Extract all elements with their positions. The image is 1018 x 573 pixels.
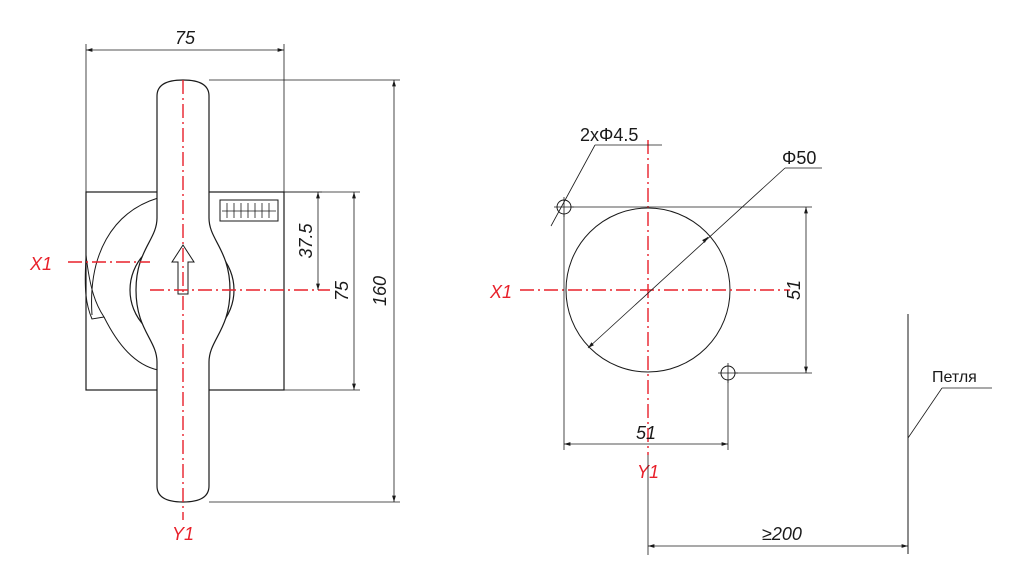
dim-total-height: 160 <box>209 79 400 503</box>
dim-total-height-label: 160 <box>370 276 390 306</box>
dial-arc <box>91 197 159 316</box>
arrow-up-icon <box>171 244 195 295</box>
circle-diameter-label: Φ50 <box>782 148 816 168</box>
min-distance-label: ≥200 <box>762 524 802 544</box>
front-view: 75 37.5 75 160 X1 Y1 <box>29 28 400 544</box>
dim-plate-height: 75 <box>284 191 360 391</box>
dim-half-height: 37.5 <box>284 191 322 290</box>
axis-x-label-right: X1 <box>489 282 512 302</box>
dim-vertical-51: 51 <box>571 206 812 374</box>
dim-width-75: 75 <box>85 28 285 192</box>
indicator-ticks <box>222 203 276 218</box>
diameter-leader <box>587 167 786 349</box>
dim-horizontal-51: 51 <box>563 214 729 450</box>
dim-width-label: 75 <box>175 28 196 48</box>
dim-half-height-label: 37.5 <box>296 223 316 259</box>
cutout-view: Φ50 2xΦ4.5 51 51 X1 Y1 ≥200 Петля <box>489 125 992 555</box>
dim-horizontal-label: 51 <box>636 423 656 443</box>
dim-plate-height-label: 75 <box>332 280 352 301</box>
dial-lower-arc <box>103 316 159 371</box>
hinge-label: Петля <box>932 369 977 386</box>
indicator-block <box>219 199 279 222</box>
axis-y-label: Y1 <box>172 524 194 544</box>
dim-vertical-label: 51 <box>784 280 804 300</box>
hole-diameter-label: 2xΦ4.5 <box>580 125 638 145</box>
axis-x-label: X1 <box>29 254 52 274</box>
